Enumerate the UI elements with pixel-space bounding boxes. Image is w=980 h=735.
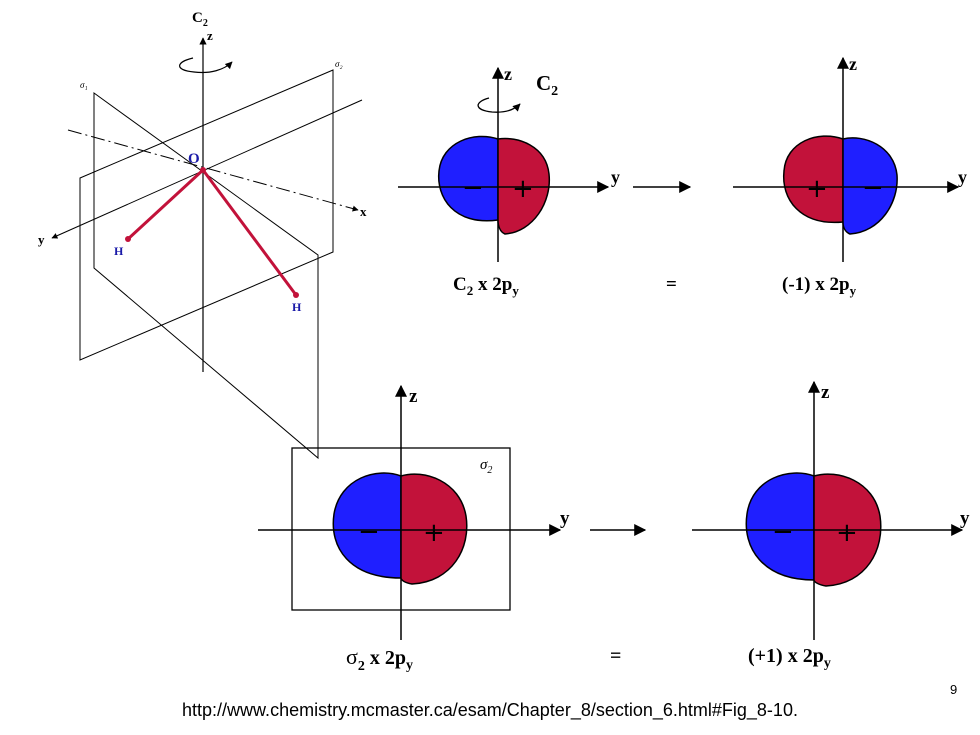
negative-sign: − bbox=[358, 517, 380, 547]
hydrogen-atom-right bbox=[293, 292, 299, 298]
sigma-result-caption: (+1) x 2py bbox=[748, 645, 831, 671]
z-axis-label: z bbox=[849, 54, 857, 74]
orbital-lobe-negative bbox=[842, 137, 898, 235]
sigma2-label: σ₂ bbox=[335, 59, 343, 69]
bond-left bbox=[126, 168, 205, 241]
sigma2-label: σ2 bbox=[480, 457, 492, 476]
z-axis-label: z bbox=[504, 64, 512, 84]
sigma-caption: σ2 x 2py bbox=[346, 644, 413, 674]
x-axis-label: x bbox=[360, 204, 367, 219]
c2-axis-label: C2 bbox=[192, 10, 208, 29]
source-url: http://www.chemistry.mcmaster.ca/esam/Ch… bbox=[182, 700, 798, 720]
orbital-lobe-negative bbox=[745, 472, 815, 581]
mirror-plane-sigma2 bbox=[79, 69, 334, 361]
oxygen-label: O bbox=[188, 151, 200, 167]
page-number: 9 bbox=[950, 682, 958, 697]
mirror-plane-sigma1 bbox=[93, 92, 319, 460]
y-axis-label: y bbox=[560, 508, 570, 529]
c2-operation-before: − + z C2 y bbox=[398, 64, 620, 262]
negative-sign: − bbox=[772, 517, 794, 547]
y-axis-label: y bbox=[960, 508, 970, 529]
y-axis-label: y bbox=[958, 167, 967, 187]
sigma-operation-after: − + z y bbox=[692, 380, 970, 640]
y-axis-label: y bbox=[38, 232, 45, 247]
rotation-arrow-icon bbox=[179, 57, 233, 74]
positive-sign: + bbox=[806, 174, 828, 204]
orbital-lobe-positive bbox=[782, 135, 844, 224]
hydrogen-right-label: H bbox=[292, 300, 302, 314]
oxygen-atom bbox=[200, 167, 206, 173]
rotation-arrow-icon bbox=[477, 97, 521, 113]
sigma-operation-before: − + z σ2 y bbox=[258, 384, 570, 640]
z-axis-label: z bbox=[821, 382, 830, 403]
sigma-equals: = bbox=[610, 645, 621, 667]
c2-result-caption: (-1) x 2py bbox=[782, 274, 857, 298]
y-axis bbox=[51, 99, 363, 239]
y-axis-label: y bbox=[611, 167, 620, 187]
water-molecule-diagram: C2 z σ₁ σ₂ x y O H H bbox=[38, 10, 367, 460]
hydrogen-atom-left bbox=[125, 236, 131, 242]
z-axis-label: z bbox=[207, 28, 213, 43]
orbital-lobe-positive bbox=[400, 473, 468, 585]
positive-sign: + bbox=[836, 518, 858, 548]
hydrogen-left-label: H bbox=[114, 244, 124, 258]
bond-right bbox=[201, 169, 298, 296]
positive-sign: + bbox=[512, 174, 534, 204]
orbital-lobe-negative bbox=[437, 135, 499, 222]
orbital-lobe-negative bbox=[332, 472, 402, 579]
positive-sign: + bbox=[423, 518, 445, 548]
c2-label: C2 bbox=[536, 71, 558, 99]
orbital-lobe-positive bbox=[497, 137, 551, 235]
negative-sign: − bbox=[462, 173, 484, 203]
c2-equals: = bbox=[666, 274, 677, 295]
c2-caption: C2 x 2py bbox=[453, 274, 519, 298]
sigma1-label: σ₁ bbox=[80, 80, 88, 90]
c2-operation-after: + − z y bbox=[733, 54, 967, 262]
x-axis bbox=[67, 129, 359, 212]
z-axis-label: z bbox=[409, 386, 418, 407]
negative-sign: − bbox=[862, 173, 884, 203]
